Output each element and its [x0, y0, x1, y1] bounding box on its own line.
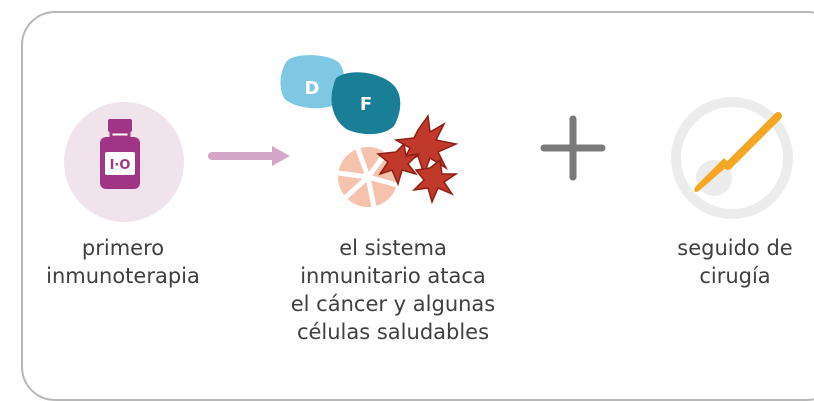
step-2-label: el sistema inmunitario ataca el cáncer y…: [290, 236, 496, 344]
vial-neck: [109, 130, 131, 139]
iv-bag-icon: I·O: [64, 102, 184, 222]
scalpel-handle: [724, 112, 782, 170]
immune-attack-icon: D F: [280, 55, 459, 210]
tumor-cells: [376, 114, 459, 205]
scalpel-icon: [671, 97, 793, 219]
scalpel-blade: [694, 158, 730, 193]
plus-icon: [540, 115, 606, 181]
drug-f-label: F: [360, 94, 372, 115]
vial-label-bg: [105, 152, 135, 175]
arrow-right-icon: [208, 146, 290, 166]
vial-label: I·O: [110, 158, 131, 173]
healthy-cell: [335, 146, 400, 210]
drug-f-shape: [331, 72, 401, 135]
step-1-label: primero inmunoterapia: [46, 236, 200, 288]
vial-cap: [108, 119, 132, 132]
drug-d-shape: [280, 55, 345, 109]
drug-d-label: D: [305, 78, 320, 99]
step-3-label: seguido de cirugía: [677, 236, 793, 288]
